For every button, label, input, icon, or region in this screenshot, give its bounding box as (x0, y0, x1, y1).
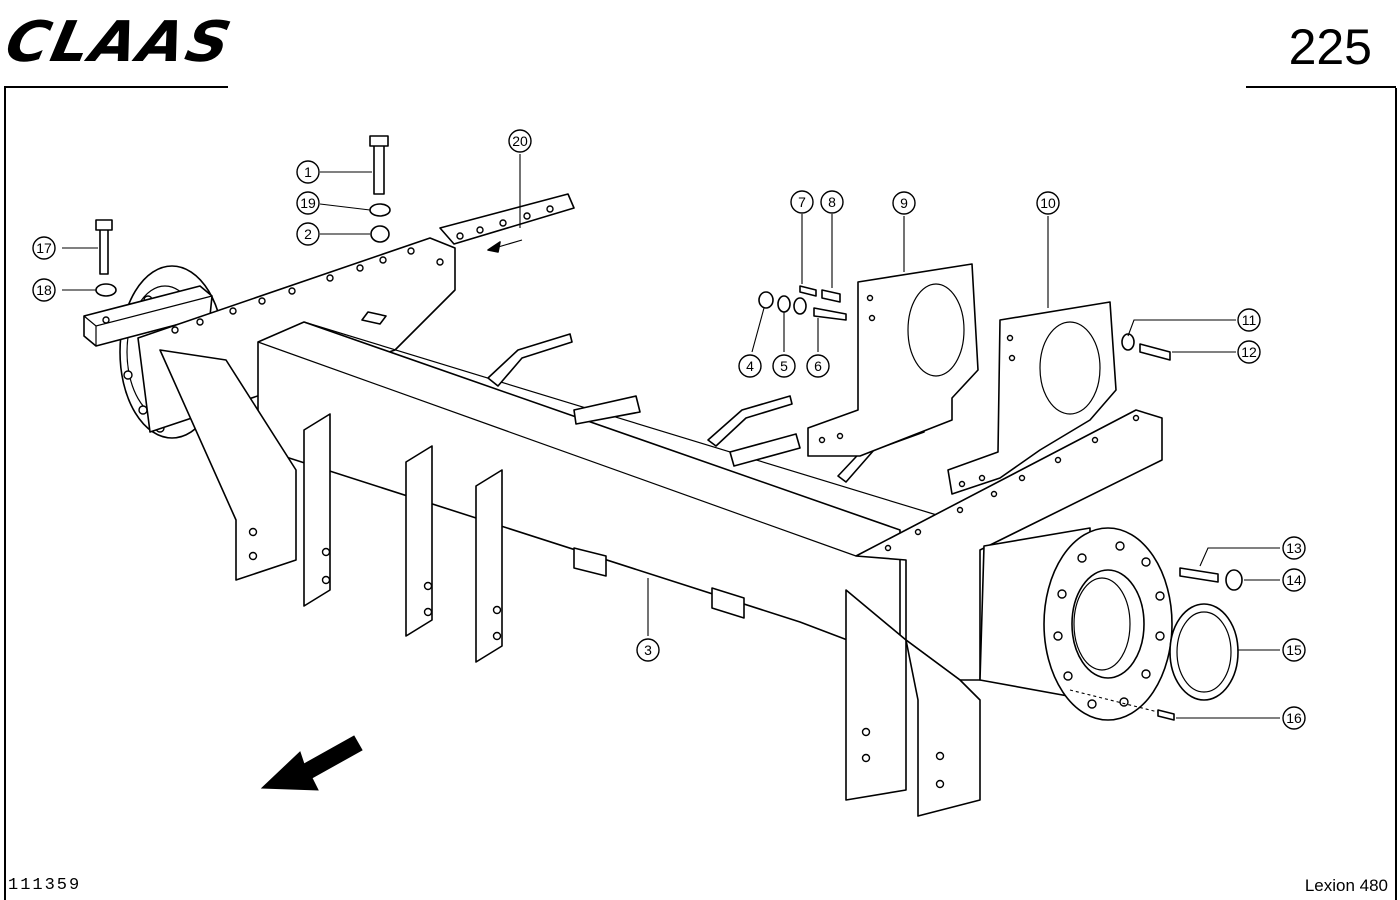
callout-label: 7 (798, 194, 806, 210)
leader-lines (62, 154, 1280, 719)
beam-straps (487, 333, 925, 483)
callout-label: 12 (1241, 344, 1257, 360)
mounting-plate-10 (947, 301, 1117, 495)
drawing-number: 111359 (8, 876, 82, 895)
callout-14[interactable]: 14 (1282, 568, 1306, 592)
callout-2[interactable]: 2 (296, 222, 320, 246)
callout-6[interactable]: 6 (806, 354, 830, 378)
header-rule-left (4, 86, 228, 88)
callout-label: 15 (1286, 642, 1302, 658)
callout-label: 2 (304, 226, 312, 242)
callout-19[interactable]: 19 (296, 191, 320, 215)
callout-13[interactable]: 13 (1282, 536, 1306, 560)
travel-direction-arrow-icon (260, 735, 363, 791)
callout-11[interactable]: 11 (1237, 308, 1261, 332)
callout-label: 17 (36, 240, 52, 256)
callout-label: 1 (304, 164, 312, 180)
callout-label: 11 (1242, 312, 1257, 328)
right-end-assembly (845, 409, 1173, 817)
callout-18[interactable]: 18 (32, 278, 56, 302)
callout-8[interactable]: 8 (820, 190, 844, 214)
seal-ring-15 (1169, 603, 1239, 701)
callout-label: 14 (1286, 572, 1302, 588)
callout-label: 5 (780, 358, 788, 374)
callout-label: 4 (746, 358, 754, 374)
callout-label: 10 (1040, 195, 1056, 211)
callout-15[interactable]: 15 (1282, 638, 1306, 662)
mounting-plate-9 (807, 263, 979, 457)
main-cross-beam (159, 311, 941, 663)
callout-label: 3 (644, 642, 652, 658)
callout-9[interactable]: 9 (892, 191, 916, 215)
callout-label: 8 (828, 194, 836, 210)
callout-label: 6 (814, 358, 822, 374)
callout-17[interactable]: 17 (32, 236, 56, 260)
callout-label: 9 (900, 195, 908, 211)
callout-3[interactable]: 3 (636, 638, 660, 662)
frame-border-left (4, 88, 6, 900)
callout-label: 18 (36, 282, 52, 298)
frame-border-right (1395, 88, 1397, 900)
callout-label: 16 (1286, 710, 1302, 726)
callout-12[interactable]: 12 (1237, 340, 1261, 364)
callout-label: 19 (300, 195, 316, 211)
callout-7[interactable]: 7 (790, 190, 814, 214)
callout-10[interactable]: 10 (1036, 191, 1060, 215)
callout-label: 20 (512, 133, 528, 149)
callout-20[interactable]: 20 (508, 129, 532, 153)
page-number: 225 (1288, 19, 1372, 75)
callout-label: 13 (1286, 540, 1302, 556)
callout-16[interactable]: 16 (1282, 706, 1306, 730)
callout-5[interactable]: 5 (772, 354, 796, 378)
callout-1[interactable]: 1 (296, 160, 320, 184)
header-rule-right (1246, 86, 1396, 88)
callout-4[interactable]: 4 (738, 354, 762, 378)
machine-model: Lexion 480 (1304, 876, 1388, 895)
